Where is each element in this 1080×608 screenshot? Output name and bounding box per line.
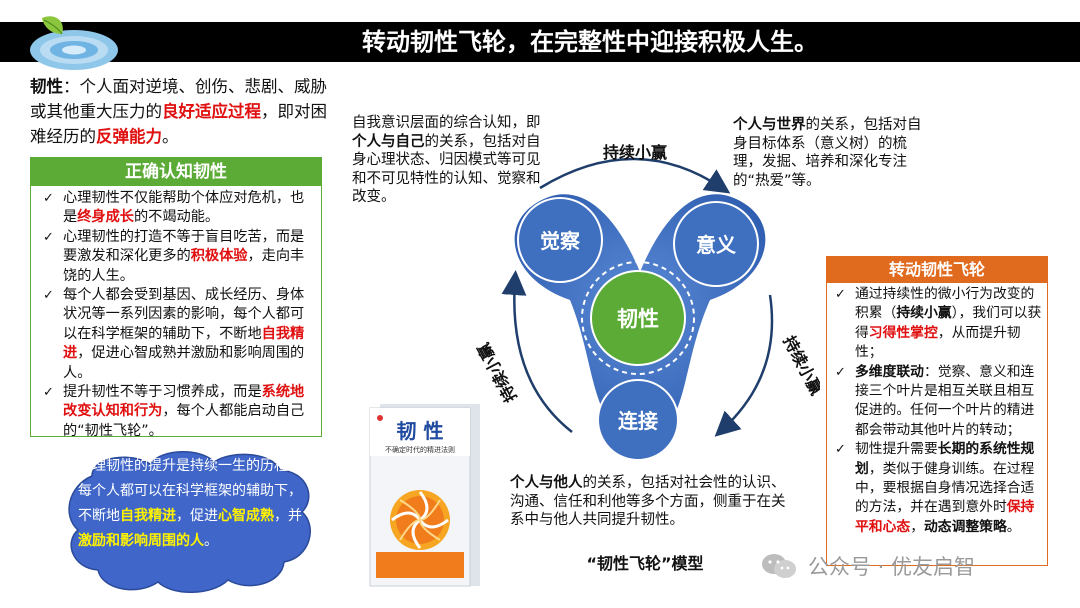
connection-leaf (597, 379, 679, 460)
awareness-label: 觉察 (540, 229, 581, 253)
title-bar (0, 22, 1080, 62)
left-cycle-arrow (501, 270, 573, 433)
resilience-flywheel-diagram: 觉察 意义 连接 韧性 持续小赢 持续小赢 持续小赢 (474, 143, 820, 460)
right-cycle-arrow (714, 294, 774, 437)
resilience-center-circle (590, 270, 686, 366)
summary-cloud-text: 心理韧性的提升是持续一生的历程，每个人都可以在科学框架的辅助下，不断地自我精进，… (78, 458, 302, 549)
top-cycle-arrow (539, 157, 731, 194)
connection-label: 连接 (618, 409, 658, 433)
resilience-definition: 韧性：个人面对逆境、创伤、悲剧、威胁或其他重大压力的良好适应过程，即对困难经历的… (30, 77, 327, 146)
world-relation-description: 个人与世界的关系，包括对自身目标体系（意义树）的梳理，发掘、培养和深化专注的“热… (733, 117, 922, 189)
book-subtitle: 不确定时代的精进法则 (385, 445, 455, 454)
correct-understanding-box: 正确认知韧性 心理韧性不仅能帮助个体应对危机，也是终身成长的不竭动能。 心理韧性… (30, 157, 322, 439)
list-item: 心理韧性不仅能帮助个体应对危机，也是终身成长的不竭动能。 (43, 189, 315, 228)
meaning-label: 意义 (696, 233, 736, 257)
book-cover-image: 韧 性 不确定时代的精进法则 (369, 404, 480, 587)
list-item: 韧性提升需要长期的系统性规划，类似于健身训练。在过程中，要根据自身情况选择合适的… (835, 440, 1043, 537)
top-arrow-label: 持续小赢 (603, 143, 667, 162)
watermark-text: 公众号 · 优友启智 (808, 555, 976, 579)
resilience-center-label: 韧性 (617, 307, 659, 331)
awareness-leaf (517, 197, 603, 283)
definition-term: 韧性 (30, 77, 63, 96)
meaning-leaf (673, 201, 759, 287)
summary-cloud-shape (68, 451, 311, 593)
list-item: 通过持续性的微小行为改变的积累（持续小赢），我们可以获得习得性掌控，从而提升韧性… (835, 285, 1043, 363)
water-ripple-logo-icon (30, 16, 118, 70)
page-title: 转动韧性飞轮，在完整性中迎接积极人生。 (362, 28, 818, 56)
watermark: 公众号 · 优友启智 (760, 550, 1060, 582)
book-title: 韧 性 (397, 419, 444, 443)
list-item: 心理韧性的打造不等于盲目吃苦，而是要激发和深化更多的积极体验，走向丰饶的人生。 (43, 228, 315, 286)
diagram-caption: “韧性飞轮”模型 (586, 554, 704, 573)
right-arrow-label: 持续小赢 (779, 333, 820, 398)
correct-understanding-title: 正确认知韧性 (31, 158, 321, 186)
center-dashed-ring (581, 261, 695, 375)
list-item: 每个人都会受到基因、成长经历、身体状况等一系列因素的影响，每个人都可以在科学框架… (43, 286, 315, 383)
list-item: 多维度联动：觉察、意义和连接三个叶片是相互关联且相互促进的。任何一个叶片的精进都… (835, 363, 1043, 441)
list-item: 提升韧性不等于习惯养成，而是系统地改变认知和行为，每个人都能启动自己的“韧性飞轮… (43, 383, 315, 441)
flywheel-box: 转动韧性飞轮 通过持续性的微小行为改变的积累（持续小赢），我们可以获得习得性掌控… (826, 256, 1048, 566)
left-arrow-label: 持续小赢 (474, 340, 521, 405)
flywheel-box-title: 转动韧性飞轮 (827, 257, 1047, 283)
self-relation-description: 自我意识层面的综合认知，即个人与自己的关系，包括对自身心理状态、归因模式等可见和… (352, 115, 541, 205)
others-relation-description: 个人与他人的关系，包括对社会性的认识、沟通、信任和利他等多个方面，侧重于在关系中… (510, 475, 786, 528)
wechat-icon (762, 554, 796, 578)
